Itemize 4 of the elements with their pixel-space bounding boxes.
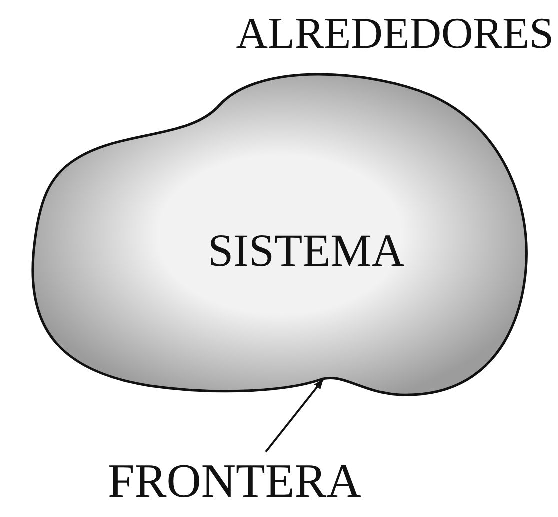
- leader-line: [265, 379, 324, 453]
- boundary-label: FRONTERA: [108, 458, 362, 506]
- system-label: SISTEMA: [208, 228, 405, 274]
- surroundings-label: ALREDEDORES: [236, 12, 554, 56]
